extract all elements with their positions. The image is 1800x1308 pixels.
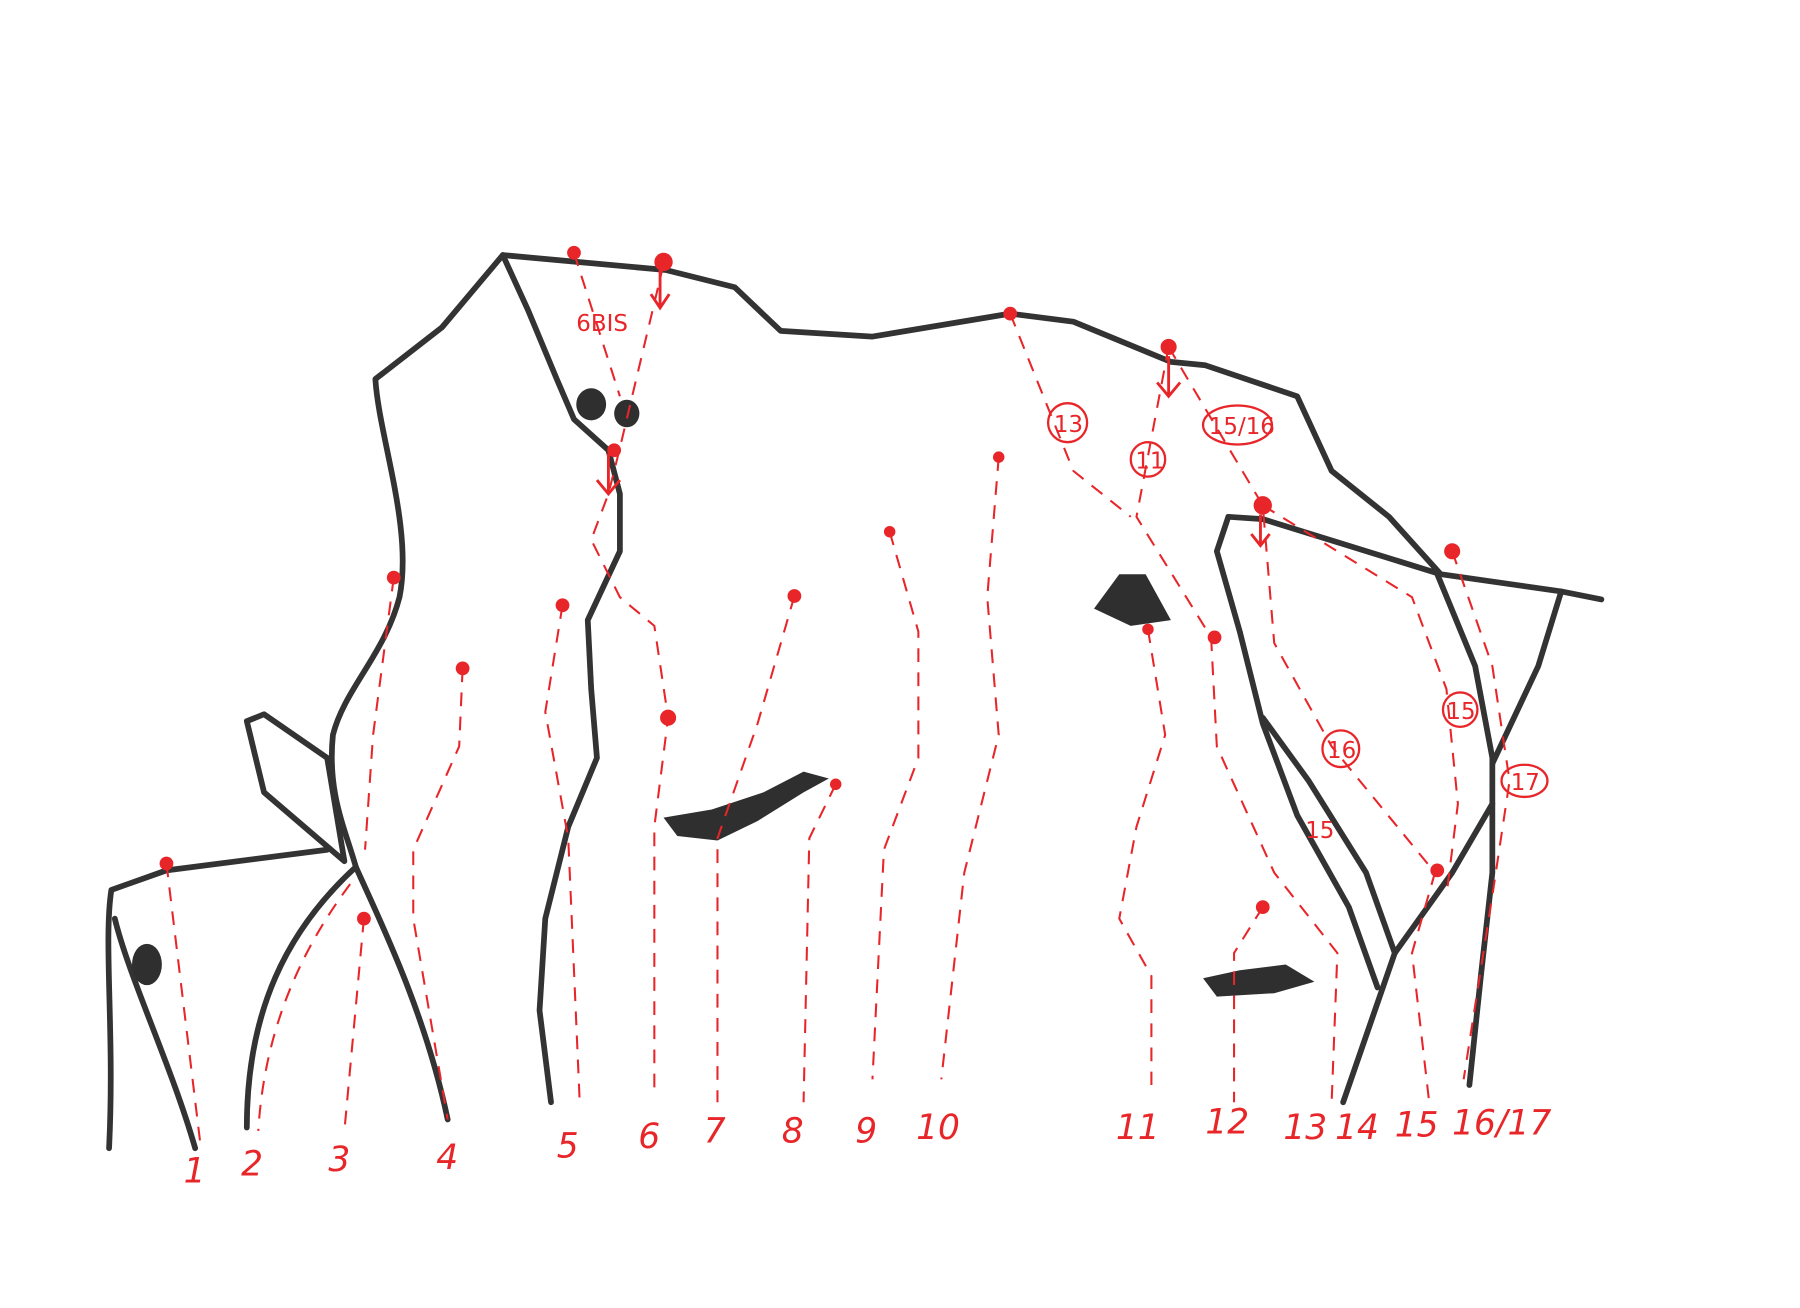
route-label: 1 [184, 1152, 206, 1192]
ledge-blob-right [1203, 964, 1315, 997]
arrow-down-icon [1156, 356, 1182, 399]
arrow-down-icon [649, 270, 671, 311]
route-label: 9 [855, 1111, 877, 1151]
vegetation-and-holes [132, 388, 1315, 997]
rappel-arrows [595, 270, 1271, 548]
arrow-down-icon [595, 453, 622, 497]
route-label: 5 [557, 1126, 579, 1166]
right-flake-line [1259, 714, 1398, 1106]
bush-top-1 [576, 388, 607, 421]
route-label: 7 [704, 1111, 726, 1151]
route-label: 13 [1283, 1108, 1327, 1148]
bolts [159, 245, 1461, 926]
main-left-edge [328, 252, 506, 1123]
variant-label-6bis: 6BIS [576, 311, 628, 337]
right-crack [1432, 565, 1496, 1088]
route-number-labels: 1 2 3 4 5 6 7 8 9 10 11 12 13 14 15 16/1… [184, 1102, 1552, 1191]
rock-outlines [105, 252, 1605, 1152]
hole-triangle [1094, 574, 1171, 626]
route-label: 10 [916, 1108, 960, 1148]
route-label: 16/17 [1452, 1103, 1551, 1143]
flake [243, 711, 348, 865]
route-label: 15 [1395, 1106, 1439, 1146]
circled-label: 15 [1446, 699, 1475, 725]
right-block-left-edge [1213, 513, 1381, 991]
left-block-outline [105, 846, 331, 1152]
route-label: 2 [241, 1145, 263, 1185]
circled-labels: 13 11 15/16 16 15 17 6BIS 15 [576, 311, 1549, 844]
bush-top-2 [614, 399, 640, 428]
central-crack [499, 252, 623, 1106]
route-label: 3 [328, 1140, 350, 1180]
skyline [499, 252, 1605, 603]
ledge-blob-center [663, 771, 829, 841]
right-dihedral [1391, 588, 1565, 956]
circled-label: 15/16 [1209, 414, 1275, 440]
right-block-top [1225, 513, 1444, 578]
route-label: 8 [782, 1111, 804, 1151]
route-label: 11 [1116, 1108, 1160, 1148]
route-label: 6 [638, 1117, 660, 1157]
circled-label: 13 [1054, 412, 1083, 438]
bush-left [132, 943, 162, 986]
routes [165, 252, 1511, 1149]
crack-line-2 [243, 864, 359, 1131]
arrow-down-icon [1250, 514, 1271, 548]
circled-label: 17 [1511, 770, 1540, 796]
left-block-inner-line [111, 915, 199, 1152]
route-label: 14 [1335, 1108, 1379, 1148]
circled-label: 11 [1135, 449, 1164, 475]
circled-label: 16 [1327, 738, 1356, 764]
route-label: 12 [1205, 1102, 1249, 1142]
route-15-label: 15 [1305, 818, 1334, 844]
route-label: 4 [436, 1138, 458, 1178]
